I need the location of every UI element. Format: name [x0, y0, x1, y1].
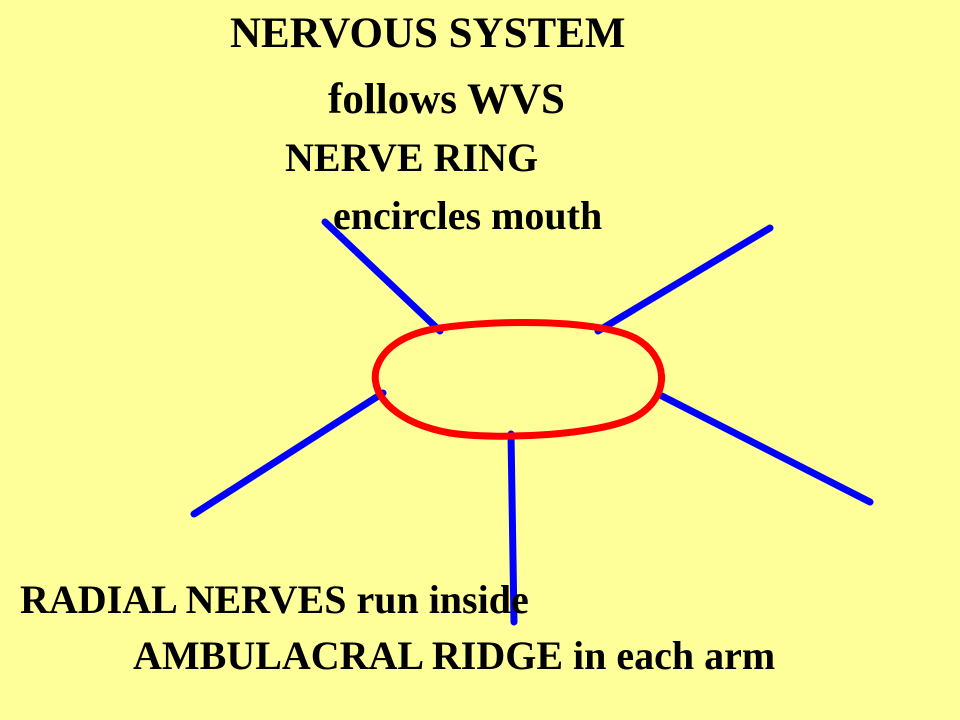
nerve-ring	[371, 318, 665, 440]
radial-nerves-caption-line1: RADIAL NERVES run inside	[20, 577, 529, 622]
nerve-ring-description: encircles mouth	[333, 193, 603, 238]
nerve-ring-label: NERVE RING	[285, 135, 539, 180]
slide-title: NERVOUS SYSTEM	[230, 10, 626, 57]
radial-nerve-bottom	[507, 430, 518, 626]
radial-nerve-lower-left	[190, 389, 387, 518]
radial-nerve-upper-left	[321, 218, 444, 335]
slide-subtitle: follows WVS	[328, 76, 565, 123]
radial-nerve-lower-right	[658, 392, 874, 506]
radial-nerves-caption-line2: AMBULACRAL RIDGE in each arm	[133, 633, 776, 678]
radial-nerve-upper-right	[594, 224, 774, 335]
